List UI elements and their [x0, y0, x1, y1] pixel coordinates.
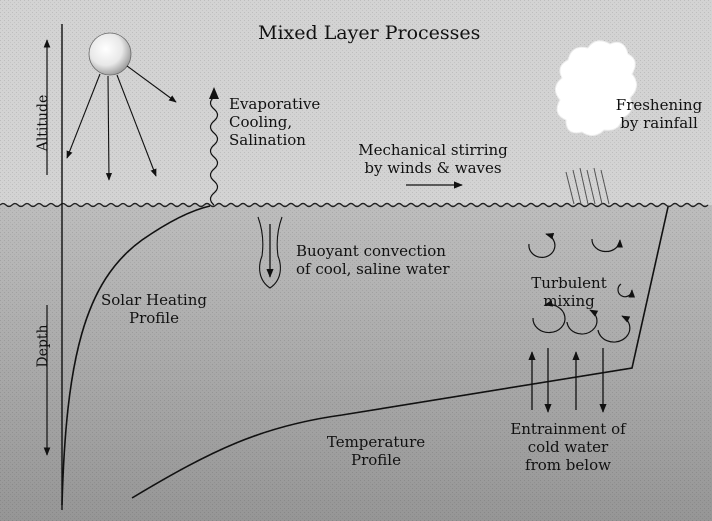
solar-line-1: Solar Heating — [101, 291, 207, 309]
freshening-label: Freshening by rainfall — [614, 96, 704, 132]
evaporative-line-3: Salination — [229, 131, 306, 149]
wavy-arrow-icon — [209, 96, 219, 206]
eddy-icon — [617, 283, 636, 298]
sun-ray-3 — [116, 74, 157, 177]
temperature-profile-label: Temperature Profile — [318, 433, 434, 469]
eddy-icon — [532, 300, 566, 334]
buoyant-line-2: of cool, saline water — [296, 260, 450, 278]
temperature-line-2: Profile — [351, 451, 401, 469]
cloud-icon — [555, 40, 637, 136]
entrainment-label: Entrainment of cold water from below — [506, 420, 630, 474]
mechanical-stirring-label: Mechanical stirring by winds & waves — [358, 141, 508, 177]
temperature-profile-curve — [131, 206, 669, 499]
sun-ray-4 — [126, 65, 177, 103]
solar-heating-label: Solar Heating Profile — [96, 291, 212, 327]
entrainment-line-2: cold water — [527, 438, 609, 456]
altitude-axis-label: Altitude — [35, 94, 51, 152]
rain-streaks-icon — [565, 167, 610, 205]
eddy-icon — [528, 233, 556, 258]
buoyant-convection-label: Buoyant convection of cool, saline water — [296, 242, 450, 278]
solar-line-2: Profile — [129, 309, 179, 327]
evaporative-line-2: Cooling, — [229, 113, 293, 131]
eddy-icons — [528, 233, 636, 343]
turbulent-line-1: Turbulent — [531, 274, 607, 292]
stirring-line-1: Mechanical stirring — [358, 141, 508, 159]
sun-ray-2 — [105, 75, 113, 181]
evaporative-cooling-label: Evaporative Cooling, Salination — [229, 95, 320, 149]
turbulent-mixing-label: Turbulent mixing — [524, 274, 614, 310]
eddy-icon — [597, 315, 631, 343]
eddy-icon — [591, 238, 623, 253]
temperature-line-1: Temperature — [326, 433, 426, 451]
buoyant-line-1: Buoyant convection — [296, 242, 446, 260]
diagram-title: Mixed Layer Processes — [258, 22, 481, 44]
stirring-line-2: by winds & waves — [364, 159, 502, 177]
evaporative-line-1: Evaporative — [229, 95, 321, 113]
eddy-icon — [566, 309, 599, 335]
entrainment-line-3: from below — [525, 456, 611, 474]
entrainment-line-1: Entrainment of — [510, 420, 626, 438]
freshening-line-1: Freshening — [615, 96, 703, 114]
depth-axis-label: Depth — [35, 324, 51, 368]
solar-heating-curve — [61, 205, 211, 506]
wavy-arrow-head — [209, 87, 219, 99]
freshening-line-2: by rainfall — [620, 114, 698, 132]
sea-surface-line — [0, 202, 709, 208]
convection-plume-icon — [257, 216, 283, 289]
sun-icon — [88, 32, 132, 76]
turbulent-line-2: mixing — [543, 292, 595, 310]
sun-ray-1 — [66, 73, 101, 159]
